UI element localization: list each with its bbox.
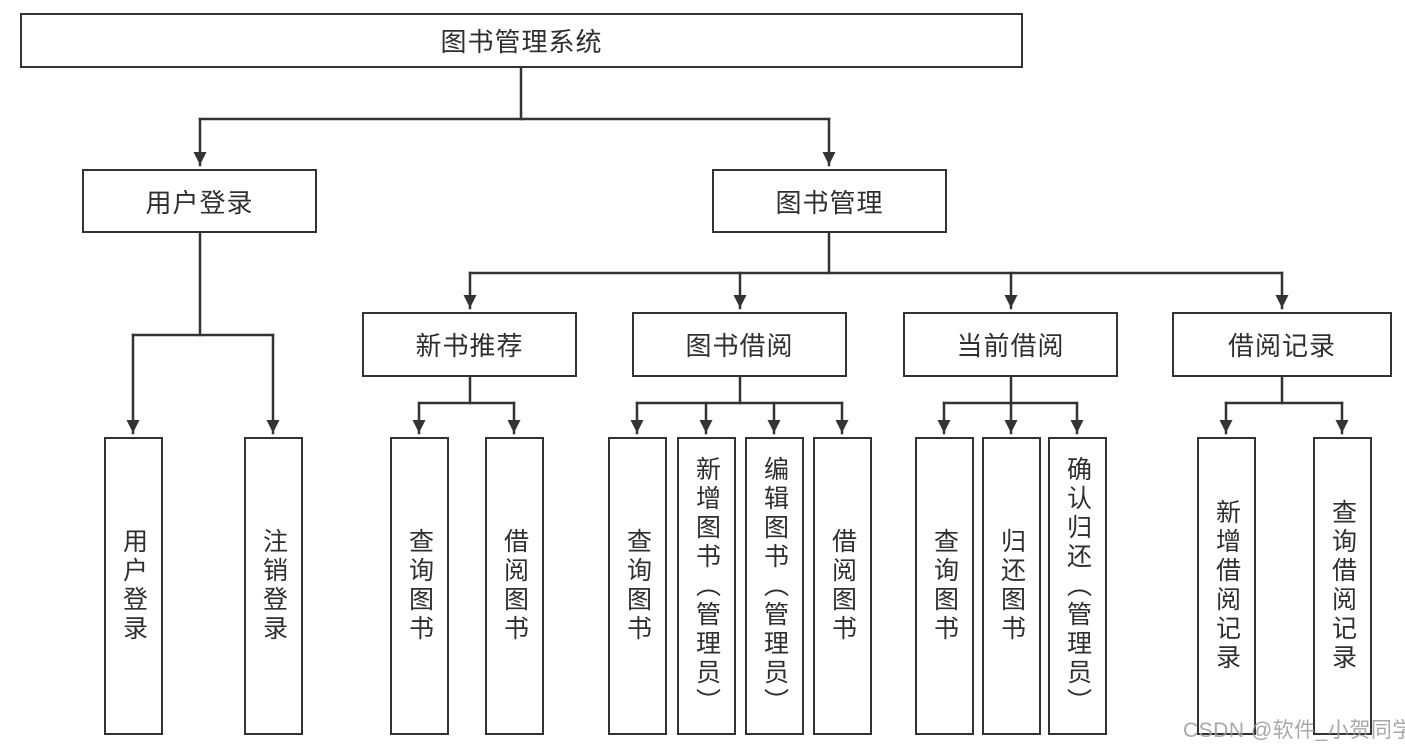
node-book-management-label: 图书管理	[775, 187, 884, 218]
node-user-login-label: 用户登录	[145, 187, 254, 218]
node-current-borrow-label: 当前借阅	[956, 331, 1065, 361]
leaf-query-borrow-record-label: 查询借阅记录	[1328, 499, 1357, 673]
leaf-query-book-current: 查询图书	[915, 437, 974, 735]
node-book-borrow: 图书借阅	[632, 312, 847, 377]
connector-segments	[126, 64, 1349, 435]
leaf-add-borrow-record: 新增借阅记录	[1197, 437, 1256, 735]
leaf-query-book-recommend: 查询图书	[390, 437, 449, 735]
leaf-borrow-book: 借阅图书	[813, 437, 872, 735]
leaf-confirm-return-admin-label: 确认归还（管理员）	[1063, 455, 1092, 717]
leaf-return-book: 归还图书	[982, 437, 1041, 735]
leaf-logout: 注销登录	[244, 437, 303, 735]
leaf-borrow-book-label: 借阅图书	[828, 528, 857, 644]
leaf-query-book-borrow-label: 查询图书	[623, 528, 652, 644]
node-book-management: 图书管理	[712, 169, 947, 233]
node-new-book-recommend: 新书推荐	[362, 312, 577, 377]
leaf-query-book-borrow: 查询图书	[608, 437, 667, 735]
node-borrow-record-label: 借阅记录	[1227, 331, 1336, 361]
leaf-query-book-recommend-label: 查询图书	[405, 528, 434, 644]
leaf-user-login: 用户登录	[104, 437, 163, 735]
leaf-return-book-label: 归还图书	[997, 528, 1026, 644]
leaf-query-book-current-label: 查询图书	[930, 528, 959, 644]
leaf-user-login-label: 用户登录	[119, 528, 148, 644]
node-new-book-recommend-label: 新书推荐	[415, 331, 524, 361]
node-borrow-record: 借阅记录	[1172, 312, 1392, 377]
leaf-borrow-book-recommend: 借阅图书	[485, 437, 544, 735]
node-library-system: 图书管理系统	[20, 13, 1023, 68]
leaf-borrow-book-recommend-label: 借阅图书	[500, 528, 529, 644]
node-library-system-label: 图书管理系统	[440, 27, 603, 57]
leaf-add-borrow-record-label: 新增借阅记录	[1212, 499, 1241, 673]
node-user-login: 用户登录	[82, 169, 317, 233]
leaf-query-borrow-record: 查询借阅记录	[1313, 437, 1372, 735]
node-book-borrow-label: 图书借阅	[685, 331, 794, 361]
leaf-edit-book-admin: 编辑图书（管理员）	[745, 437, 804, 735]
watermark: CSDN @软件_小贺同学	[1183, 719, 1405, 742]
leaf-edit-book-admin-label: 编辑图书（管理员）	[760, 455, 789, 717]
node-current-borrow: 当前借阅	[903, 312, 1118, 377]
leaf-add-book-admin-label: 新增图书（管理员）	[692, 455, 721, 717]
leaf-logout-label: 注销登录	[259, 528, 288, 644]
leaf-add-book-admin: 新增图书（管理员）	[677, 437, 736, 735]
leaf-confirm-return-admin: 确认归还（管理员）	[1048, 437, 1107, 735]
